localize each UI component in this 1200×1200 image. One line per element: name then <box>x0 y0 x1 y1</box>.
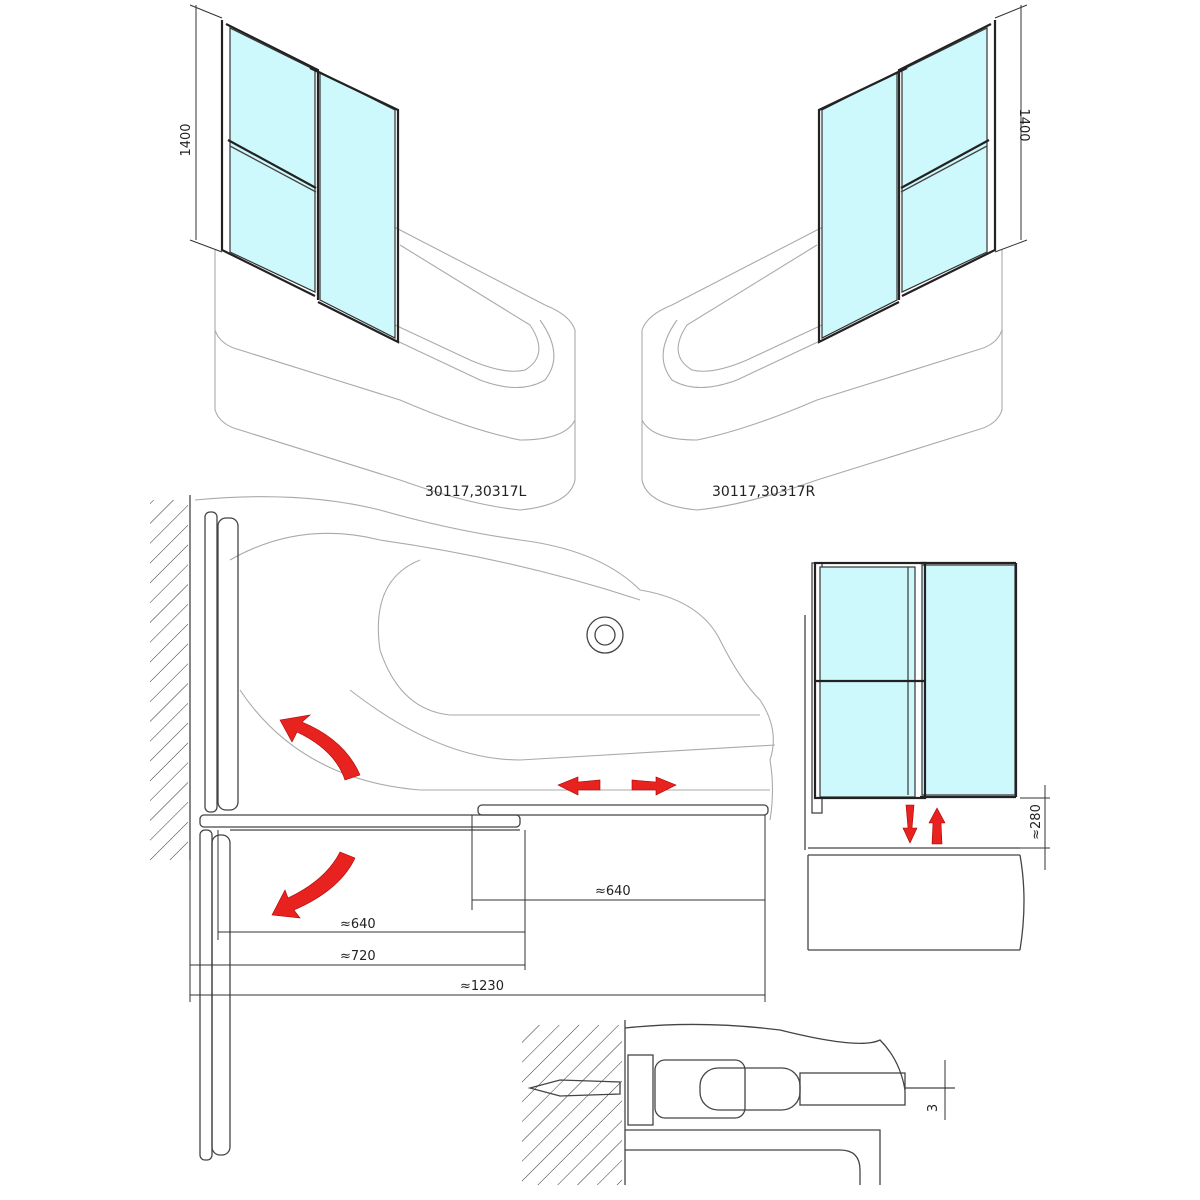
iso-view-right: 1400 30117,30317R <box>640 3 1031 512</box>
lift-down-arrow-icon <box>902 804 918 844</box>
model-label-left: 30117,30317L <box>425 484 527 500</box>
dim-lift-height: ≈280 <box>1029 804 1044 840</box>
dim-gap: 3 <box>926 1104 941 1112</box>
swing-arrow-icon <box>271 851 356 919</box>
iso-view-left: 1400 30117,30317L <box>179 3 577 512</box>
lift-up-arrow-icon <box>928 807 946 845</box>
elevation-view: ≈280 <box>804 561 1050 951</box>
slide-right-arrow-icon <box>631 776 677 796</box>
plan-view: ≈640 ≈640 ≈720 ≈1230 <box>150 495 776 1161</box>
height-dim-right: 1400 <box>1016 108 1031 141</box>
dim-fixed-width: ≈720 <box>340 949 376 964</box>
wall-hatch-detail <box>522 1025 622 1185</box>
model-label-right: 30117,30317R <box>712 484 816 500</box>
slide-left-arrow-icon <box>557 776 601 796</box>
height-dim-left: 1400 <box>179 123 194 156</box>
wall-hatch <box>150 500 188 860</box>
dim-total-width: ≈1230 <box>460 979 504 994</box>
profile-detail-view: 3 <box>522 1020 955 1185</box>
swing-arrow-icon <box>279 714 361 781</box>
dim-door-slide: ≈640 <box>595 884 631 899</box>
dim-panel-width: ≈640 <box>340 917 376 932</box>
